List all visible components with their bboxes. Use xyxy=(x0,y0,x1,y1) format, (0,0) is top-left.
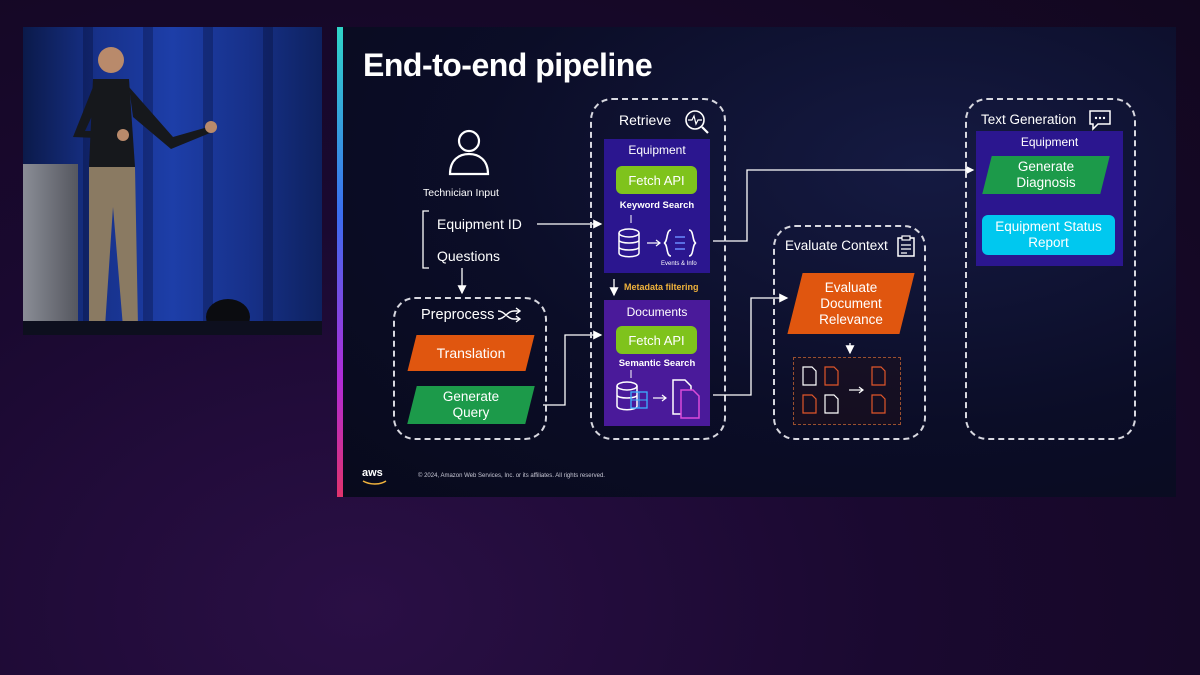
copyright-footer: © 2024, Amazon Web Services, Inc. or its… xyxy=(418,473,605,479)
documents-panel-title: Documents xyxy=(626,305,688,319)
equipment-status-report: Equipment Status Report xyxy=(982,215,1115,255)
text-generation-title: Text Generation xyxy=(981,112,1077,127)
preprocess-group xyxy=(393,297,547,440)
speaker-video xyxy=(23,27,322,335)
evaluate-context-title: Evaluate Context xyxy=(785,238,888,253)
chat-icon xyxy=(1089,110,1111,131)
fetch-api-documents: Fetch API xyxy=(616,326,697,354)
equipment-id-label: Equipment ID xyxy=(437,216,522,232)
generation-panel-title: Equipment xyxy=(1020,135,1079,149)
slide-title: End-to-end pipeline xyxy=(363,47,653,83)
text-generation-group xyxy=(965,98,1136,440)
semantic-search-label: Semantic Search xyxy=(618,358,696,369)
retrieve-group xyxy=(590,98,726,440)
translation-step: Translation xyxy=(412,335,530,371)
aws-smile-icon xyxy=(362,480,387,485)
shuffle-icon xyxy=(497,307,522,323)
preprocess-title: Preprocess xyxy=(421,307,495,323)
generate-query-step: Generate Query xyxy=(412,386,530,424)
connector-lines xyxy=(422,165,975,406)
stage-floor xyxy=(23,321,322,335)
vector-db-to-document-icon xyxy=(616,370,700,419)
document-ranking-box xyxy=(793,357,901,425)
questions-label: Questions xyxy=(437,248,501,264)
podium xyxy=(23,164,78,335)
events-info-label: Events & Info xyxy=(661,261,697,267)
keyword-search-label: Keyword Search xyxy=(619,200,695,211)
evaluate-relevance-step: Evaluate Document Relevance xyxy=(795,273,907,334)
speaker-figure xyxy=(73,47,250,335)
database-to-json-icon xyxy=(618,215,697,258)
aws-logo: aws xyxy=(362,467,383,479)
generate-diagnosis-step: Generate Diagnosis xyxy=(987,156,1105,194)
evaluate-context-group xyxy=(773,225,926,440)
presentation-slide: End-to-end pipeline Technician Input Equ… xyxy=(337,27,1176,497)
technician-input-label: Technician Input xyxy=(423,187,499,199)
clipboard-icon xyxy=(897,235,915,257)
metadata-filtering-label: Metadata filtering xyxy=(624,282,699,292)
retrieve-title: Retrieve xyxy=(619,112,672,128)
user-icon xyxy=(448,129,490,176)
search-pulse-icon xyxy=(685,110,709,134)
document-ranking-icon xyxy=(802,366,886,414)
equipment-panel-title: Equipment xyxy=(628,143,686,157)
fetch-api-equipment: Fetch API xyxy=(616,166,697,194)
